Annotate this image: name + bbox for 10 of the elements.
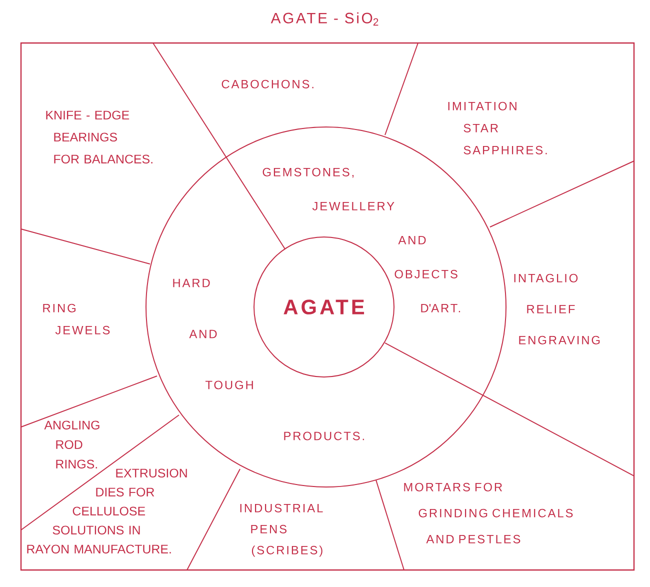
sector-label: RING JEWELS <box>43 304 110 334</box>
sector-label: IMITATION STAR SAPPHIRES. <box>448 102 547 154</box>
sector-label: KNIFE - EDGE BEARINGS FOR BALANCES. <box>46 110 152 164</box>
sector-label: INTAGLIO RELIEF ENGRAVING <box>514 274 600 344</box>
title: AGATE - SiO$_{2}$ <box>270 12 378 26</box>
sector-label: EXTRUSION DIES FOR CELLULOSE SOLUTIONS IN RAYON MANUFACTURE. <box>27 468 187 554</box>
sector-label: INDUSTRIAL PENS (SCRIBES) <box>240 504 323 557</box>
sector-label: MORTARS FOR GRINDING CHEMICALS AND PESTLES <box>404 482 573 544</box>
sector-label: ANGLING ROD RINGS. <box>44 420 100 469</box>
sector-label: CABOCHONS. <box>222 80 314 88</box>
